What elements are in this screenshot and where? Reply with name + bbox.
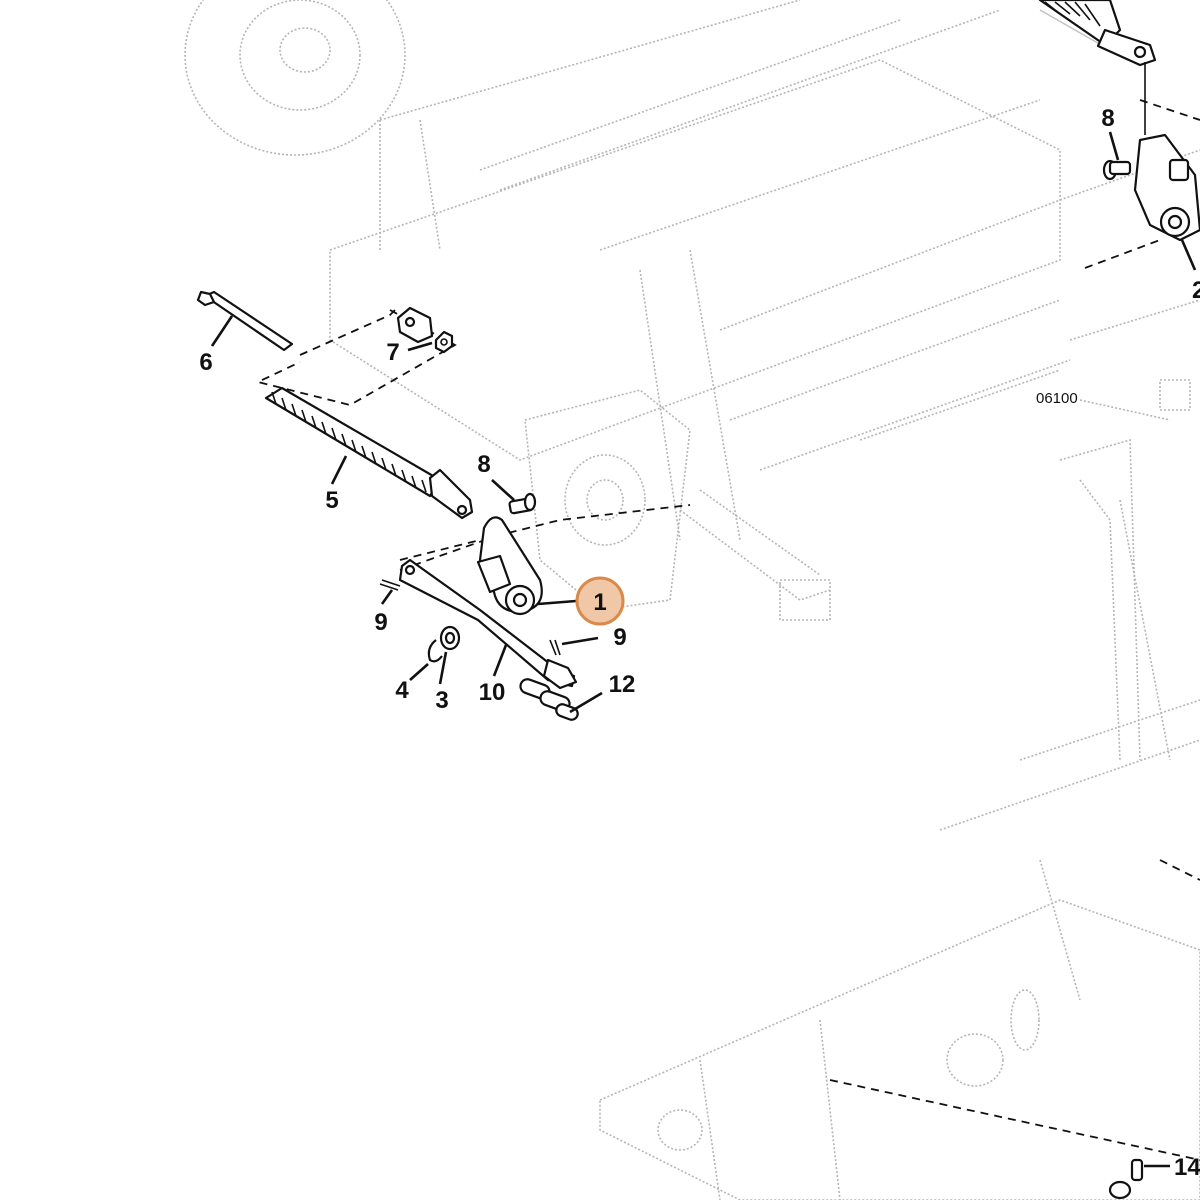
callout-9-left[interactable]: 9: [374, 609, 387, 636]
pin-upper-right[interactable]: [1102, 159, 1132, 181]
background-frame-ghost: [184, 0, 1200, 1200]
cotter-pin-left[interactable]: [379, 579, 401, 591]
spring-upper-right: [1038, 0, 1157, 135]
retaining-clip[interactable]: [427, 639, 443, 663]
callout-1[interactable]: 1: [593, 589, 606, 616]
assembly-lines: [255, 99, 1200, 1161]
drawing-reference-code: 06100: [1036, 390, 1078, 407]
lock-nut[interactable]: [434, 330, 454, 354]
lower-bolt[interactable]: [1108, 1158, 1144, 1200]
callout-10[interactable]: 10: [479, 679, 506, 706]
link-bar[interactable]: [398, 558, 578, 690]
callout-6[interactable]: 6: [199, 349, 212, 376]
callout-14[interactable]: 14: [1174, 1154, 1200, 1181]
callout-8-middle[interactable]: 8: [477, 451, 490, 478]
highlight-circle: [575, 576, 625, 626]
flat-washer[interactable]: [439, 625, 461, 651]
cam-lever[interactable]: [476, 516, 543, 616]
cotter-pin-right[interactable]: [549, 639, 561, 656]
leader-lines: [210, 131, 1197, 1168]
callout-4[interactable]: 4: [395, 677, 409, 704]
callout-7[interactable]: 7: [386, 339, 399, 366]
chain[interactable]: [519, 677, 580, 721]
long-bolt[interactable]: [196, 290, 294, 352]
lever-arm-upper-right[interactable]: [1133, 133, 1200, 242]
tension-spring[interactable]: [264, 386, 474, 520]
callout-9-right[interactable]: 9: [613, 624, 626, 651]
callout-2[interactable]: 2: [1192, 277, 1200, 304]
callout-5[interactable]: 5: [325, 487, 338, 514]
callout-3[interactable]: 3: [435, 687, 448, 714]
callout-labels: 1 2 3 4 5 6 7 8 8 9 9 10 12 14: [199, 105, 1200, 1181]
clamp-plate[interactable]: [396, 306, 434, 344]
callout-8-upper[interactable]: 8: [1101, 105, 1114, 132]
pivot-pin[interactable]: [508, 492, 537, 515]
callout-12[interactable]: 12: [609, 671, 636, 698]
